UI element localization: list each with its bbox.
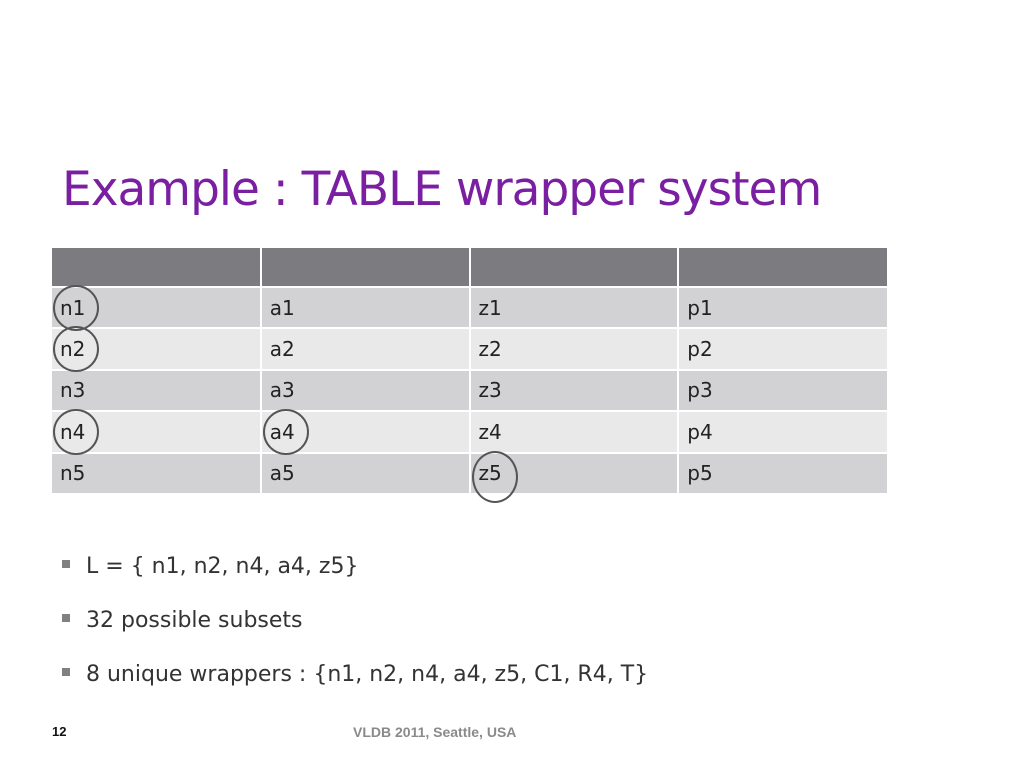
table-row: n5 a5 z5 p5 bbox=[52, 451, 887, 504]
table-cell: a3 bbox=[259, 369, 471, 413]
square-bullet-icon bbox=[62, 560, 70, 568]
table-cell: z5 bbox=[468, 451, 680, 504]
table-cell: n4 bbox=[52, 408, 262, 455]
bullet-item: 8 unique wrappers : {n1, n2, n4, a4, z5,… bbox=[62, 653, 648, 707]
footer-text: VLDB 2011, Seattle, USA bbox=[353, 724, 517, 740]
table-cell: z1 bbox=[468, 287, 680, 330]
bullet-text: 8 unique wrappers : {n1, n2, n4, a4, z5,… bbox=[86, 662, 649, 687]
table-cell: a2 bbox=[259, 328, 471, 371]
table-row: n3 a3 z3 p3 bbox=[52, 369, 887, 413]
table-cell: p1 bbox=[677, 287, 887, 330]
table-cell: a5 bbox=[259, 452, 471, 496]
table-cell: z4 bbox=[468, 411, 680, 454]
table-cell: p4 bbox=[677, 411, 887, 454]
header-cell bbox=[52, 248, 262, 288]
bullet-item: L = { n1, n2, n4, a4, z5} bbox=[62, 545, 648, 599]
table-cell: a1 bbox=[259, 287, 471, 330]
bullet-text: 32 possible subsets bbox=[86, 608, 303, 633]
table-cell: a4 bbox=[259, 408, 471, 455]
table-row: n2 a2 z2 p2 bbox=[52, 326, 887, 373]
bullet-list: L = { n1, n2, n4, a4, z5} 32 possible su… bbox=[62, 545, 648, 707]
table-cell: n1 bbox=[52, 284, 262, 331]
table-cell: n3 bbox=[52, 369, 262, 413]
table-cell: n2 bbox=[52, 326, 262, 373]
cell-text: n4 bbox=[60, 419, 86, 444]
cell-text: n2 bbox=[60, 337, 86, 362]
square-bullet-icon bbox=[62, 614, 70, 622]
bullet-item: 32 possible subsets bbox=[62, 599, 648, 653]
table-row: n4 a4 z4 p4 bbox=[52, 408, 887, 455]
table-cell: n5 bbox=[52, 452, 262, 496]
slide-title: Example : TABLE wrapper system bbox=[62, 162, 822, 217]
table-row: n1 a1 z1 p1 bbox=[52, 284, 887, 331]
page-number: 12 bbox=[52, 724, 67, 739]
data-table: n1 a1 z1 p1 n2 a2 z2 p2 n3 a3 z3 p3 n4 a… bbox=[52, 248, 887, 504]
header-cell bbox=[259, 248, 471, 288]
cell-text: z5 bbox=[478, 461, 502, 486]
bullet-text: L = { n1, n2, n4, a4, z5} bbox=[86, 554, 359, 579]
table-cell: p3 bbox=[677, 369, 887, 413]
table-header-row bbox=[52, 248, 887, 288]
cell-text: n1 bbox=[60, 295, 86, 320]
wrapper-table: n1 a1 z1 p1 n2 a2 z2 p2 n3 a3 z3 p3 n4 a… bbox=[52, 248, 887, 504]
table-cell: p2 bbox=[677, 328, 887, 371]
header-cell bbox=[677, 248, 887, 288]
header-cell bbox=[468, 248, 680, 288]
square-bullet-icon bbox=[62, 668, 70, 676]
table-cell: z2 bbox=[468, 328, 680, 371]
cell-text: a4 bbox=[269, 419, 295, 444]
table-cell: p5 bbox=[677, 452, 887, 496]
table-cell: z3 bbox=[468, 369, 680, 413]
